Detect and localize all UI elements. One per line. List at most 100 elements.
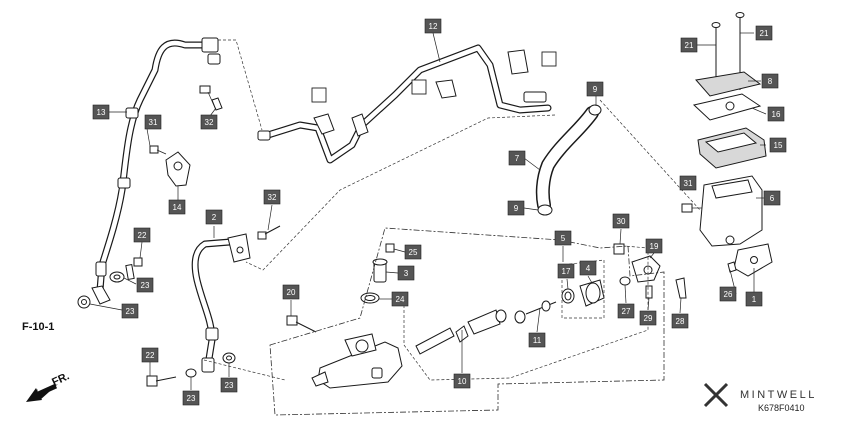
callout-number: 31	[149, 118, 158, 127]
callout-31b: 31	[679, 175, 697, 191]
callout-23a: 23	[136, 277, 154, 293]
reservoir-hose-7	[535, 104, 602, 216]
callout-21a: 21	[680, 37, 698, 53]
fitting-3	[360, 243, 395, 304]
callout-number: 8	[768, 77, 773, 86]
clutch-hose-2	[185, 233, 251, 378]
callout-number: 23	[126, 307, 135, 316]
callout-number: 14	[173, 203, 182, 212]
diagram-code: K678F0410	[758, 403, 805, 413]
callout-number: 15	[774, 141, 783, 150]
clutch-hose-upper	[77, 37, 221, 309]
callout-number: 27	[622, 307, 631, 316]
leader-lines	[89, 32, 767, 390]
callout-number: 9	[593, 85, 598, 94]
callout-number: 12	[429, 22, 438, 31]
brand-logo: MINTWELL	[703, 382, 817, 408]
callout-31a: 31	[144, 114, 162, 130]
callout-number: 22	[138, 231, 147, 240]
callout-11: 11	[528, 332, 546, 348]
callout-28: 28	[671, 313, 689, 329]
callout-number: 17	[562, 267, 571, 276]
callout-12: 12	[424, 18, 442, 34]
callout-number: 25	[409, 248, 418, 257]
callout-17: 17	[557, 263, 575, 279]
callout-number: 23	[187, 394, 196, 403]
callout-23c: 23	[182, 390, 200, 406]
callout-number: 24	[396, 295, 405, 304]
callout-30: 30	[612, 213, 630, 229]
empty-box-1	[311, 87, 327, 103]
callout-22a: 22	[133, 227, 151, 243]
piston-kit	[415, 243, 687, 355]
callout-23d: 23	[220, 377, 238, 393]
callout-6: 6	[763, 190, 781, 206]
callout-number: 31	[684, 179, 693, 188]
callout-32b: 32	[263, 189, 281, 205]
callout-number: 22	[146, 351, 155, 360]
callout-23b: 23	[121, 303, 139, 319]
callout-10: 10	[453, 373, 471, 389]
callout-number: 16	[772, 110, 781, 119]
callout-1: 1	[745, 291, 763, 307]
callout-number: 32	[205, 118, 214, 127]
callout-number: 32	[268, 193, 277, 202]
callout-number: 19	[650, 242, 659, 251]
empty-box-3	[541, 51, 557, 67]
empty-reference-boxes	[311, 51, 557, 103]
callout-4: 4	[579, 260, 597, 276]
callout-number: 5	[561, 234, 566, 243]
callout-19: 19	[645, 238, 663, 254]
callout-number: 13	[97, 108, 106, 117]
callout-number: 30	[617, 217, 626, 226]
callout-number: 9	[514, 204, 519, 213]
callout-number: 10	[458, 377, 467, 386]
callout-27: 27	[617, 303, 635, 319]
bracket-14	[149, 145, 191, 187]
brand-name: MINTWELL	[740, 389, 817, 401]
callout-13: 13	[92, 104, 110, 120]
callout-number: 3	[404, 269, 409, 278]
callout-7: 7	[508, 150, 526, 166]
callout-number: 23	[141, 281, 150, 290]
callout-number: 7	[515, 154, 520, 163]
callout-22b: 22	[141, 347, 159, 363]
master-cylinder	[286, 315, 403, 389]
direction-label: FR.	[50, 370, 71, 388]
callout-number: 28	[676, 317, 685, 326]
callout-number: 26	[724, 290, 733, 299]
reservoir-stack	[681, 12, 773, 277]
callout-number: 4	[586, 264, 591, 273]
callout-24: 24	[391, 291, 409, 307]
callout-5: 5	[554, 230, 572, 246]
callout-number: 20	[287, 288, 296, 297]
callout-32a: 32	[200, 114, 218, 130]
callout-21b: 21	[755, 25, 773, 41]
section-ref: F-10-1	[22, 321, 54, 333]
callout-26a: 26	[719, 286, 737, 302]
empty-box-2	[411, 79, 427, 95]
callout-25: 25	[404, 244, 422, 260]
bolt-22-upper	[109, 257, 143, 283]
callout-number: 2	[212, 213, 217, 222]
bolt-32-middle	[257, 225, 281, 240]
bolt-22-lower	[146, 375, 177, 387]
callout-15: 15	[769, 137, 787, 153]
callout-number: 23	[225, 381, 234, 390]
bolt-32-upper	[199, 85, 223, 111]
callout-number: 21	[685, 41, 694, 50]
callout-2: 2	[205, 209, 223, 225]
clutch-pipe-12	[257, 44, 552, 164]
callout-number: 21	[760, 29, 769, 38]
callout-3: 3	[397, 265, 415, 281]
callout-number: 6	[770, 194, 775, 203]
front-direction-arrow: FR.	[26, 370, 71, 402]
callout-9a: 9	[586, 81, 604, 97]
callout-20: 20	[282, 284, 300, 300]
callout-number: 29	[644, 314, 653, 323]
callout-8: 8	[761, 73, 779, 89]
callout-14: 14	[168, 199, 186, 215]
